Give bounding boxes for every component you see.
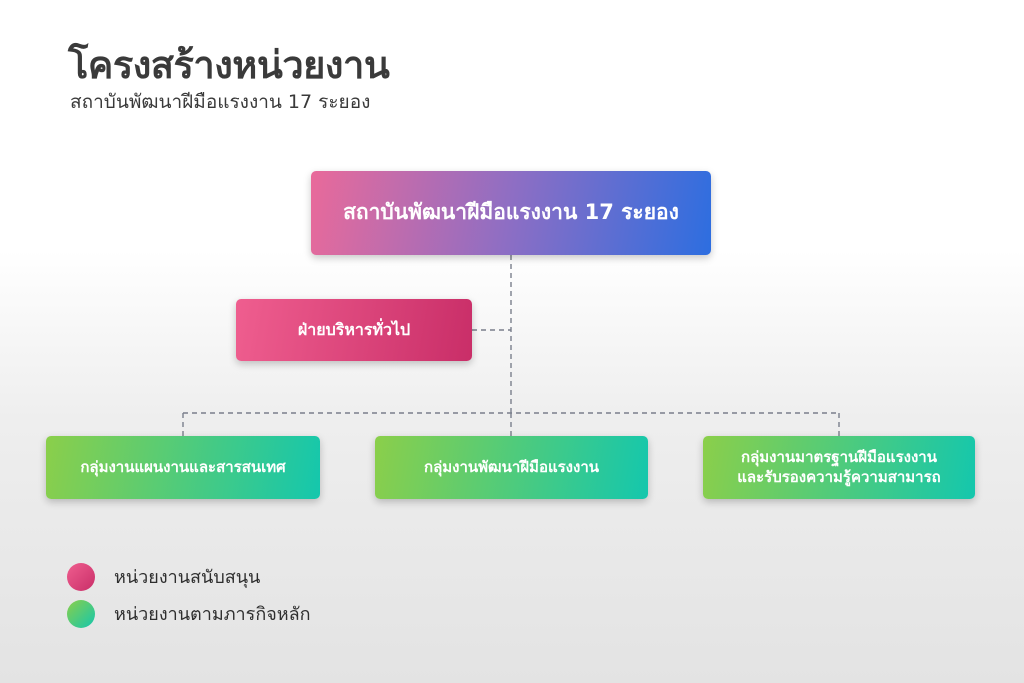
mission-unit-label: กลุ่มงานแผนงานและสารสนเทศ	[80, 457, 286, 476]
legend-dot-pink	[67, 562, 95, 591]
support-unit-label: ฝ่ายบริหารทั่วไป	[297, 319, 411, 339]
mission-unit-label-line1: กลุ่มงานมาตรฐานฝีมือแรงงาน	[741, 448, 937, 466]
mission-unit-label: กลุ่มงานพัฒนาฝีมือแรงงาน	[423, 457, 599, 476]
mission-unit-label-line2: และรับรองความรู้ความสามารถ	[737, 467, 941, 486]
legend-label: หน่วยงานตามภารกิจหลัก	[114, 604, 311, 625]
legend-label: หน่วยงานสนับสนุน	[114, 567, 261, 588]
root-org-box: สถาบันพัฒนาฝีมือแรงงาน 17 ระยอง	[311, 171, 711, 255]
legend-item-support: หน่วยงานสนับสนุน	[67, 562, 260, 591]
mission-unit-box-planning: กลุ่มงานแผนงานและสารสนเทศ	[46, 436, 320, 499]
page-subtitle: สถาบันพัฒนาฝีมือแรงงาน 17 ระยอง	[70, 91, 371, 113]
root-org-label: สถาบันพัฒนาฝีมือแรงงาน 17 ระยอง	[343, 200, 679, 225]
mission-unit-box-standards: กลุ่มงานมาตรฐานฝีมือแรงงาน และรับรองความ…	[703, 436, 975, 499]
legend-dot-green	[67, 599, 95, 628]
legend-item-mission: หน่วยงานตามภารกิจหลัก	[67, 599, 311, 628]
support-unit-box: ฝ่ายบริหารทั่วไป	[236, 299, 472, 361]
mission-unit-box-skill-development: กลุ่มงานพัฒนาฝีมือแรงงาน	[375, 436, 648, 499]
page-title: โครงสร้างหน่วยงาน	[68, 43, 390, 87]
